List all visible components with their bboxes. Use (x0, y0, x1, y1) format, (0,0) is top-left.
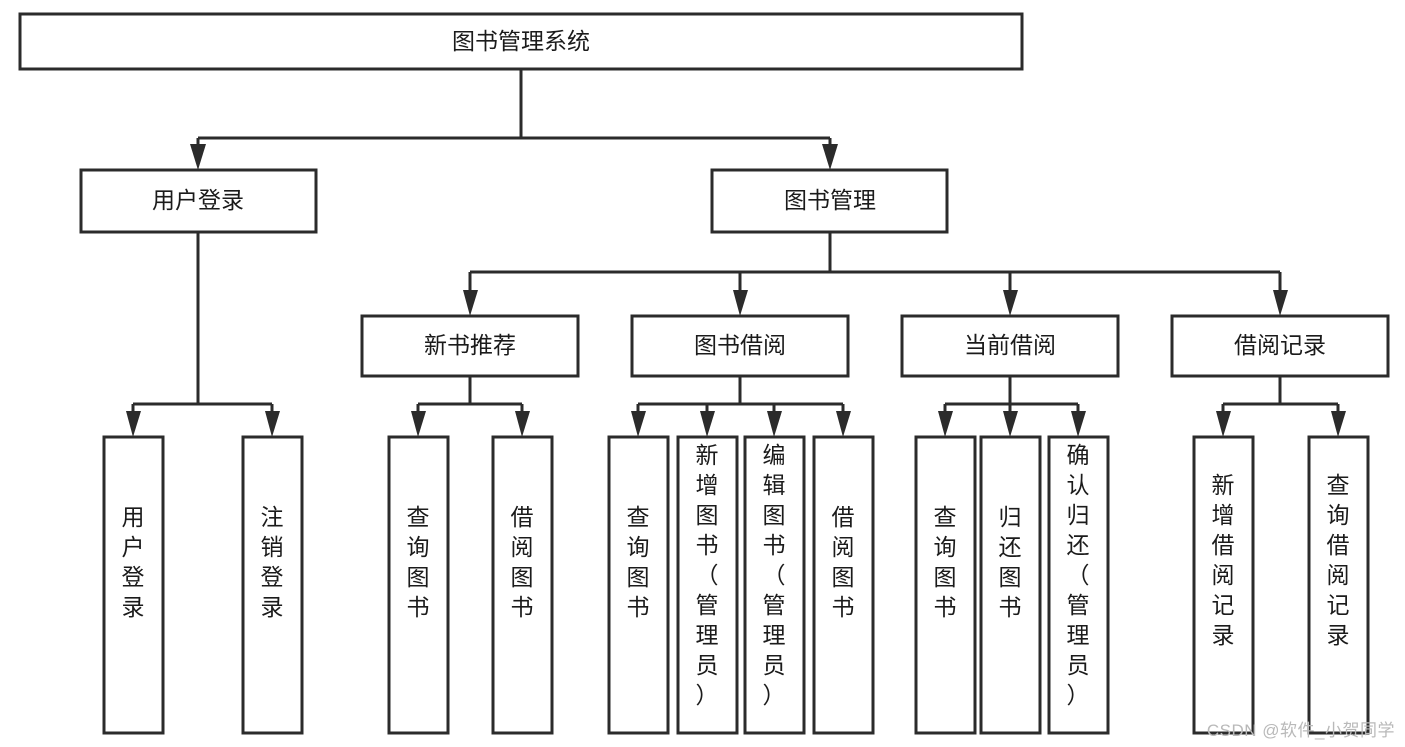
node-current-borrow-box[interactable] (900, 314, 1120, 378)
node-borrow-record[interactable]: 借阅记录 (1170, 314, 1390, 378)
node-root-box[interactable] (18, 12, 1024, 71)
arrow-head-bb-query (631, 411, 646, 437)
leaf-br-add-record[interactable]: 新增借阅记录 (1192, 435, 1255, 735)
leaf-cb-return-book[interactable]: 归还图书 (979, 435, 1042, 735)
leaf-logout[interactable]: 注销登录 (241, 435, 304, 735)
node-borrow-record-label: 借阅记录 (1234, 332, 1326, 358)
leaf-nb-borrow-book[interactable]: 借阅图书 (491, 435, 554, 735)
leaf-bb-borrow-book-label: 借阅图书 (832, 504, 855, 620)
arrow-head-bb-edit (767, 411, 782, 437)
leaf-nb-query-book-box[interactable] (387, 435, 450, 735)
leaf-nb-query-book[interactable]: 查询图书 (387, 435, 450, 735)
arrow-head-cb-return (1003, 411, 1018, 437)
arrow-head-current-borrow (1003, 290, 1018, 316)
node-book-borrow-box[interactable] (630, 314, 850, 378)
node-current-borrow[interactable]: 当前借阅 (900, 314, 1120, 378)
node-root[interactable]: 图书管理系统 (18, 12, 1024, 71)
leaf-br-add-record-box[interactable] (1192, 435, 1255, 735)
arrow-head-book-borrow (733, 290, 748, 316)
leaf-bb-edit-book[interactable]: 编辑图书（管理员） (743, 435, 806, 735)
leaf-cb-confirm-return-box[interactable] (1047, 435, 1110, 735)
arrow-head-nb-borrow (515, 411, 530, 437)
leaf-br-query-record-box[interactable] (1307, 435, 1370, 735)
arrow-head-bb-add (700, 411, 715, 437)
leaf-br-query-record-label: 查询借阅记录 (1327, 472, 1350, 648)
leaf-br-query-record[interactable]: 查询借阅记录 (1307, 435, 1370, 735)
arrow-head-bb-borrow (836, 411, 851, 437)
node-new-book-recommend-box[interactable] (360, 314, 580, 378)
leaf-bb-add-book-label: 新增图书（管理员） (696, 442, 719, 708)
node-user-login-label: 用户登录 (152, 187, 244, 213)
leaf-cb-query-book-box[interactable] (914, 435, 977, 735)
leaf-br-add-record-label: 新增借阅记录 (1212, 472, 1235, 648)
node-new-book-recommend[interactable]: 新书推荐 (360, 314, 580, 378)
arrow-head-logout-leaf (265, 411, 280, 437)
leaf-user-login[interactable]: 用户登录 (102, 435, 165, 735)
leaf-bb-add-book[interactable]: 新增图书（管理员） (676, 435, 739, 735)
leaf-cb-return-book-box[interactable] (979, 435, 1042, 735)
arrow-head-new-book (463, 290, 478, 316)
node-book-manage-label: 图书管理 (784, 187, 876, 213)
arrow-head-user-login (190, 144, 206, 170)
node-user-login[interactable]: 用户登录 (79, 168, 318, 234)
arrow-head-borrow-record (1273, 290, 1288, 316)
leaf-cb-query-book[interactable]: 查询图书 (914, 435, 977, 735)
leaf-bb-edit-book-box[interactable] (743, 435, 806, 735)
leaf-bb-query-book-box[interactable] (607, 435, 670, 735)
arrow-head-cb-confirm (1071, 411, 1086, 437)
node-borrow-record-box[interactable] (1170, 314, 1390, 378)
leaf-logout-box[interactable] (241, 435, 304, 735)
leaf-cb-query-book-label: 查询图书 (934, 504, 957, 620)
leaf-bb-query-book[interactable]: 查询图书 (607, 435, 670, 735)
node-new-book-recommend-label: 新书推荐 (424, 332, 516, 358)
leaf-bb-edit-book-label: 编辑图书（管理员） (763, 442, 786, 708)
leaf-cb-confirm-return[interactable]: 确认归还（管理员） (1047, 435, 1110, 735)
leaf-bb-add-book-box[interactable] (676, 435, 739, 735)
leaf-nb-query-book-label: 查询图书 (407, 504, 430, 620)
arrow-head-br-query (1331, 411, 1346, 437)
arrow-head-book-manage (822, 144, 838, 170)
connector-layer (126, 69, 1346, 437)
csdn-watermark: CSDN @软件_小贺同学 (1206, 721, 1395, 740)
arrow-head-nb-query (411, 411, 426, 437)
leaf-bb-borrow-book[interactable]: 借阅图书 (812, 435, 875, 735)
arrow-head-cb-query (938, 411, 953, 437)
arrow-head-br-add (1216, 411, 1231, 437)
leaf-user-login-label: 用户登录 (122, 504, 145, 620)
leaf-bb-query-book-label: 查询图书 (627, 504, 650, 620)
leaf-nb-borrow-book-box[interactable] (491, 435, 554, 735)
node-user-login-box[interactable] (79, 168, 318, 234)
node-book-borrow[interactable]: 图书借阅 (630, 314, 850, 378)
leaf-nb-borrow-book-label: 借阅图书 (511, 504, 534, 620)
node-book-borrow-label: 图书借阅 (694, 332, 786, 358)
node-root-label: 图书管理系统 (452, 28, 590, 54)
leaf-cb-confirm-return-label: 确认归还（管理员） (1067, 442, 1090, 708)
node-book-manage-box[interactable] (710, 168, 949, 234)
node-current-borrow-label: 当前借阅 (964, 332, 1056, 358)
arrow-head-user-login-leaf (126, 411, 141, 437)
leaf-logout-label: 注销登录 (261, 504, 284, 620)
leaf-user-login-box[interactable] (102, 435, 165, 735)
leaf-bb-borrow-book-box[interactable] (812, 435, 875, 735)
leaf-cb-return-book-label: 归还图书 (999, 504, 1022, 620)
node-book-manage[interactable]: 图书管理 (710, 168, 949, 234)
